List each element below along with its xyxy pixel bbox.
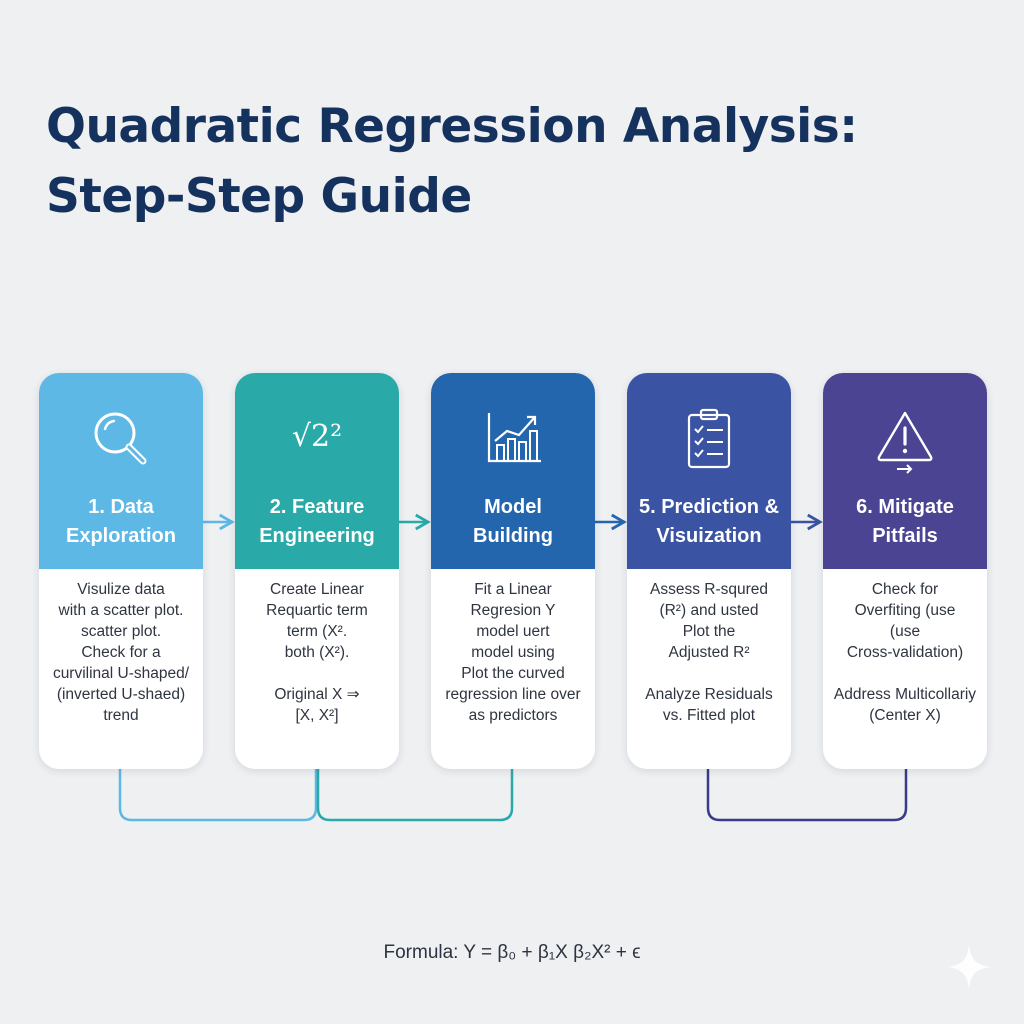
card-text-line: Assess R-squred — [649, 581, 768, 598]
card-text-line: vs. Fitted plot — [662, 707, 756, 724]
card-title-line: Pitfails — [872, 525, 938, 547]
card-title-line: 6. Mitigate — [856, 496, 954, 518]
loop-connector-right — [706, 769, 908, 822]
card-paragraph: Create Linear Requartic term term (X². b… — [241, 579, 393, 663]
card-title-line: Visuization — [656, 525, 762, 547]
card-text-line: Adjusted R² — [668, 644, 750, 661]
page-title: Quadratic Regression Analysis: Step-Step… — [46, 92, 986, 232]
magnifier-icon — [94, 412, 147, 465]
card-body: Visulize data with a scatter plot. scatt… — [39, 569, 203, 726]
card-header: √2² 2. Feature Engineering — [235, 373, 399, 569]
card-text-line: Analyze Residuals — [645, 686, 773, 703]
card-text-line: Regresion Y — [470, 602, 556, 619]
card-text-line: Overfiting (use — [854, 602, 956, 619]
card-paragraph: Fit a Linear Regresion Y model uert mode… — [437, 579, 589, 726]
card-header: Model Building — [431, 373, 595, 569]
card-title-line: Engineering — [259, 525, 375, 547]
card-body: Assess R-squred (R²) and usted Plot the … — [627, 569, 791, 726]
loop-connector-middle — [316, 769, 514, 822]
card-text-line: scatter plot. — [80, 623, 162, 640]
card-title-line: 1. Data — [88, 496, 154, 518]
step-card-data-exploration: 1. Data Exploration Visulize data with a… — [39, 373, 203, 769]
card-header: 1. Data Exploration — [39, 373, 203, 569]
card-text-line: Original X ⇒ — [274, 686, 360, 703]
loop-connector-left — [118, 769, 318, 822]
square-root-icon: √2² — [281, 407, 353, 467]
card-body: Fit a Linear Regresion Y model uert mode… — [431, 569, 595, 726]
card-text-line: model uert — [476, 623, 550, 640]
title-line-1: Quadratic Regression Analysis: — [46, 99, 858, 154]
step-card-feature-engineering: √2² 2. Feature Engineering Create Linear… — [235, 373, 399, 769]
card-title-line: 5. Prediction & — [638, 496, 780, 518]
card-paragraph: Original X ⇒ [X, X²] — [241, 684, 393, 726]
card-title: 5. Prediction & Visuization — [627, 493, 791, 551]
card-text-line: Check for a — [81, 644, 161, 661]
card-text-line: Cross-validation) — [846, 644, 964, 661]
card-text-line: term (X². — [286, 623, 348, 640]
card-text-line: Check for — [871, 581, 939, 598]
card-text-line: Visulize data — [77, 581, 165, 598]
card-text-line: Plot the — [682, 623, 736, 640]
card-text-line: Create Linear — [270, 581, 364, 598]
bar-chart-trend-icon — [487, 413, 541, 463]
card-title-line: Model — [484, 496, 542, 518]
step-card-mitigate-pitfalls: 6. Mitigate Pitfails Check for Overfitin… — [823, 373, 987, 769]
clipboard-checklist-icon — [687, 408, 731, 469]
step-card-prediction-visualization: 5. Prediction & Visuization Assess R-squ… — [627, 373, 791, 769]
card-text-line: trend — [103, 707, 139, 724]
card-text-line: as predictors — [468, 707, 558, 724]
card-paragraph: Analyze Residuals vs. Fitted plot — [633, 684, 785, 726]
card-paragraph: Assess R-squred (R²) and usted Plot the … — [633, 579, 785, 663]
step-card-model-building: Model Building Fit a Linear Regresion Y … — [431, 373, 595, 769]
warning-triangle-icon — [877, 411, 933, 474]
card-paragraph: Address Multicollariy (Center X) — [829, 684, 981, 726]
card-title: 6. Mitigate Pitfails — [823, 493, 987, 551]
card-body: Check for Overfiting (use (use Cross-val… — [823, 569, 987, 726]
card-text-line: regression line over — [445, 686, 581, 703]
card-title-line: 2. Feature — [269, 496, 365, 518]
card-text-line: Address Multicollariy — [833, 686, 977, 703]
card-text-line: Fit a Linear — [474, 581, 552, 598]
card-text-line: Plot the curved — [461, 665, 565, 682]
card-text-line: (Center X) — [869, 707, 941, 724]
card-title-line: Building — [473, 525, 553, 547]
square-root-icon-label: √2² — [291, 419, 343, 454]
card-title: 1. Data Exploration — [39, 493, 203, 551]
card-text-line: (use — [889, 623, 921, 640]
card-header: 5. Prediction & Visuization — [627, 373, 791, 569]
card-text-line: (inverted U-shaed) — [56, 686, 186, 703]
card-text-line: [X, X²] — [295, 707, 339, 724]
sparkle-icon — [947, 945, 991, 989]
card-text-line: curvilinal U-shaped/ — [52, 665, 190, 682]
card-text-line: Requartic term — [266, 602, 368, 619]
card-title: Model Building — [431, 493, 595, 551]
card-body: Create Linear Requartic term term (X². b… — [235, 569, 399, 726]
card-title: 2. Feature Engineering — [235, 493, 399, 551]
title-line-2: Step-Step Guide — [46, 169, 472, 224]
card-text-line: with a scatter plot. — [58, 602, 184, 619]
card-paragraph: Check for Overfiting (use (use Cross-val… — [829, 579, 981, 663]
formula-text: Formula: Y = β₀ + β₁X β₂X² + ϵ — [383, 942, 641, 963]
card-text-line: (R²) and usted — [659, 602, 759, 619]
card-paragraph: Visulize data with a scatter plot. scatt… — [45, 579, 197, 726]
card-header: 6. Mitigate Pitfails — [823, 373, 987, 569]
card-text-line: model using — [471, 644, 555, 661]
card-title-line: Exploration — [65, 525, 176, 547]
card-text-line: both (X²). — [284, 644, 350, 661]
